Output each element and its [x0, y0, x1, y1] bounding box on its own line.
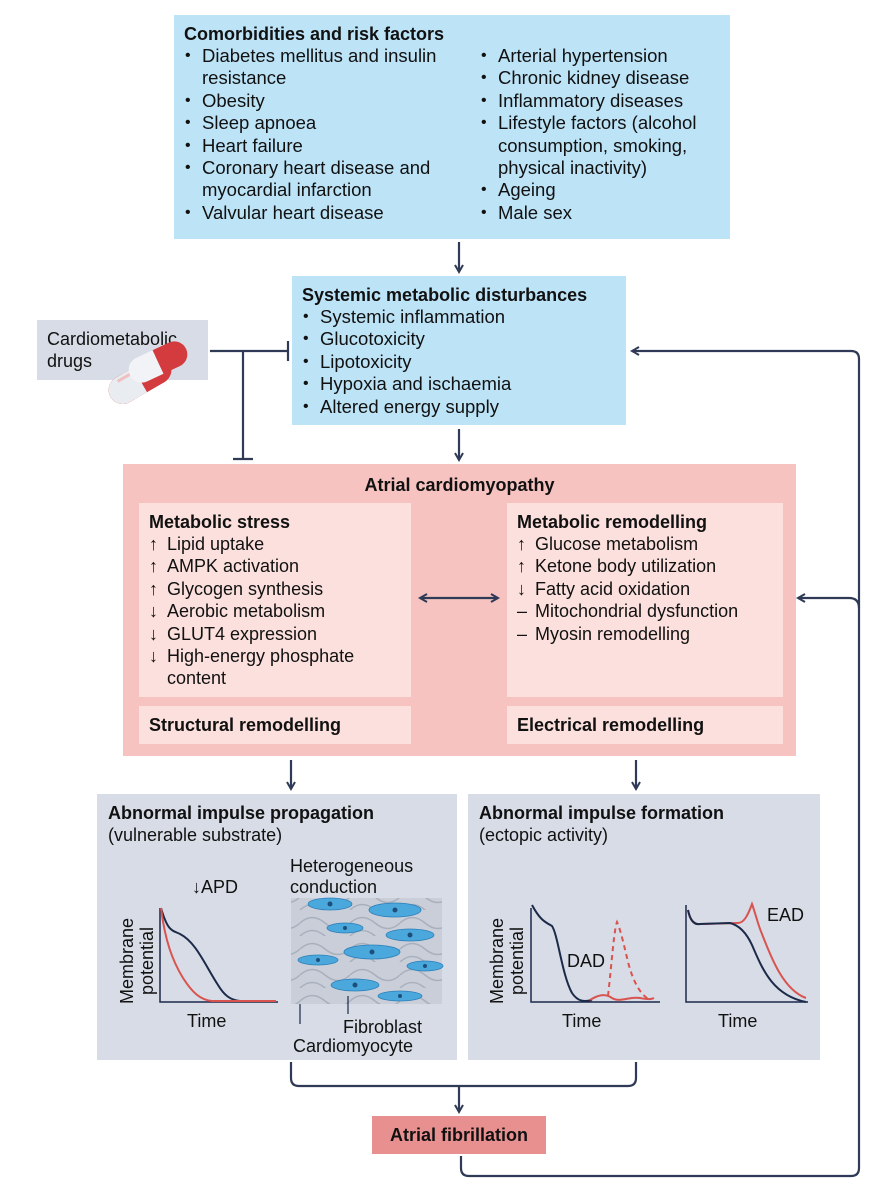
formation-ylabel: Membrane potential	[487, 917, 527, 1005]
list-item: Obesity	[184, 90, 480, 113]
metabolic-remodelling-title: Metabolic remodelling	[517, 512, 708, 532]
propagation-title: Abnormal impulse propagation	[108, 803, 375, 823]
electrical-remodelling-label: Electrical remodelling	[517, 715, 705, 735]
list-item-text: Fatty acid oxidation	[535, 578, 691, 599]
list-item: ↑ Lipid uptake	[149, 533, 401, 555]
formation-xlabel-1: Time	[562, 1011, 602, 1031]
risk-factors-box: Comorbidities and risk factors Diabetes …	[174, 15, 730, 239]
fibroblast-label: Fibroblast	[343, 1017, 423, 1037]
list-item: Altered energy supply	[302, 396, 616, 419]
list-item: Lipotoxicity	[302, 351, 616, 374]
list-item: Valvular heart disease	[184, 202, 480, 225]
list-item-text: Ketone body utilization	[535, 556, 717, 577]
propagation-xlabel: Time	[187, 1011, 227, 1031]
risk-factors-left-list: Diabetes mellitus and insulin resistance…	[184, 45, 480, 225]
list-item-text: Mitochondrial dysfunction	[535, 601, 739, 622]
change-symbol: ↑	[517, 556, 526, 577]
list-item-text: AMPK activation	[167, 556, 300, 577]
list-item: Lifestyle factors (alcohol consumption, …	[480, 112, 720, 179]
list-item-text: Lipid uptake	[167, 534, 265, 554]
electrical-remodelling-box: Electrical remodelling	[507, 706, 783, 744]
change-symbol: ↓	[149, 646, 158, 667]
list-item: Systemic inflammation	[302, 306, 616, 329]
list-item: Ageing	[480, 179, 720, 202]
propagation-ylabel: Membrane potential	[117, 917, 157, 1005]
list-item: Glucotoxicity	[302, 328, 616, 351]
list-item: ↑ AMPK activation	[149, 555, 401, 577]
change-symbol: ↑	[149, 534, 158, 554]
change-symbol: ↑	[149, 578, 158, 599]
change-symbol: ↑	[149, 556, 158, 577]
formation-subtitle: (ectopic activity)	[479, 825, 609, 845]
list-item: Sleep apnoea	[184, 112, 480, 135]
list-item: ↓ Fatty acid oxidation	[517, 578, 773, 600]
change-symbol: –	[517, 623, 528, 644]
hetero-label: Heterogeneous conduction	[290, 856, 414, 897]
list-item: Male sex	[480, 202, 720, 225]
list-item: Diabetes mellitus and insulin resistance	[184, 45, 480, 90]
list-item-text: Myosin remodelling	[535, 623, 691, 644]
change-symbol: ↓	[149, 601, 158, 622]
systemic-box: Systemic metabolic disturbances Systemic…	[292, 276, 626, 425]
list-item: Coronary heart disease and myocardial in…	[184, 157, 480, 202]
list-item: ↑ Glycogen synthesis	[149, 578, 401, 600]
list-item-text: High-energy phosphate content	[167, 646, 355, 689]
drugs-label: Cardiometabolic drugs	[47, 329, 178, 371]
systemic-title: Systemic metabolic disturbances	[302, 285, 588, 305]
drugs-box: Cardiometabolic drugs	[37, 320, 208, 380]
list-item: Inflammatory diseases	[480, 90, 720, 113]
ead-label: EAD	[767, 905, 805, 925]
metabolic-stress-box: Metabolic stress ↑ Lipid uptake ↑ AMPK acti…	[139, 503, 411, 697]
change-symbol: ↑	[517, 534, 526, 554]
cardiomyocyte-label: Cardiomyocyte	[293, 1036, 414, 1056]
list-item: Hypoxia and ischaemia	[302, 373, 616, 396]
systemic-list: Systemic inflammationGlucotoxicityLipoto…	[302, 306, 616, 418]
atrial-fibrillation-label: Atrial fibrillation	[389, 1125, 528, 1145]
structural-remodelling-box: Structural remodelling	[139, 706, 411, 744]
structural-remodelling-label: Structural remodelling	[149, 715, 342, 735]
metabolic-stress-title: Metabolic stress	[149, 512, 291, 532]
change-symbol: ↓	[149, 623, 158, 644]
metabolic-stress-list: ↑ Lipid uptake ↑ AMPK activation ↑ Glycogen s…	[149, 533, 401, 690]
list-item-text: Glycogen synthesis	[167, 578, 324, 599]
feedback-to-remodelling	[798, 598, 861, 609]
cardiomyopathy-title: Atrial cardiomyopathy	[364, 475, 555, 495]
apd-label: ↓APD	[192, 877, 239, 897]
formation-title: Abnormal impulse formation	[479, 803, 725, 823]
propagation-subtitle: (vulnerable substrate)	[108, 825, 283, 845]
list-item-text: GLUT4 expression	[167, 623, 318, 644]
metabolic-remodelling-list: ↑ Glucose metabolism ↑ Ketone body utilizat…	[517, 533, 773, 645]
list-item-text: Aerobic metabolism	[167, 601, 326, 622]
dad-label: DAD	[567, 951, 606, 971]
list-item: ↓ Aerobic metabolism	[149, 600, 401, 622]
list-item: ↓ GLUT4 expression	[149, 623, 401, 645]
list-item: –Mitochondrial dysfunction	[517, 600, 773, 622]
list-item: ↑ Glucose metabolism	[517, 533, 773, 555]
list-item: Heart failure	[184, 135, 480, 158]
list-item: ↑ Ketone body utilization	[517, 555, 773, 577]
list-item: ↓ High-energy phosphate content	[149, 645, 401, 690]
risk-factors-right-list: Arterial hypertensionChronic kidney dise…	[480, 45, 720, 225]
change-symbol: –	[517, 601, 528, 622]
list-item: Chronic kidney disease	[480, 67, 720, 90]
merge-to-af	[289, 1062, 638, 1088]
atrial-fibrillation-box: Atrial fibrillation	[372, 1116, 546, 1154]
change-symbol: ↓	[517, 578, 526, 599]
formation-xlabel-2: Time	[718, 1011, 758, 1031]
list-item: Arterial hypertension	[480, 45, 720, 68]
metabolic-remodelling-box: Metabolic remodelling ↑ Glucose metabolis…	[507, 503, 783, 697]
list-item-text: Glucose metabolism	[535, 534, 699, 554]
risk-factors-title: Comorbidities and risk factors	[184, 24, 445, 44]
list-item: –Myosin remodelling	[517, 623, 773, 645]
